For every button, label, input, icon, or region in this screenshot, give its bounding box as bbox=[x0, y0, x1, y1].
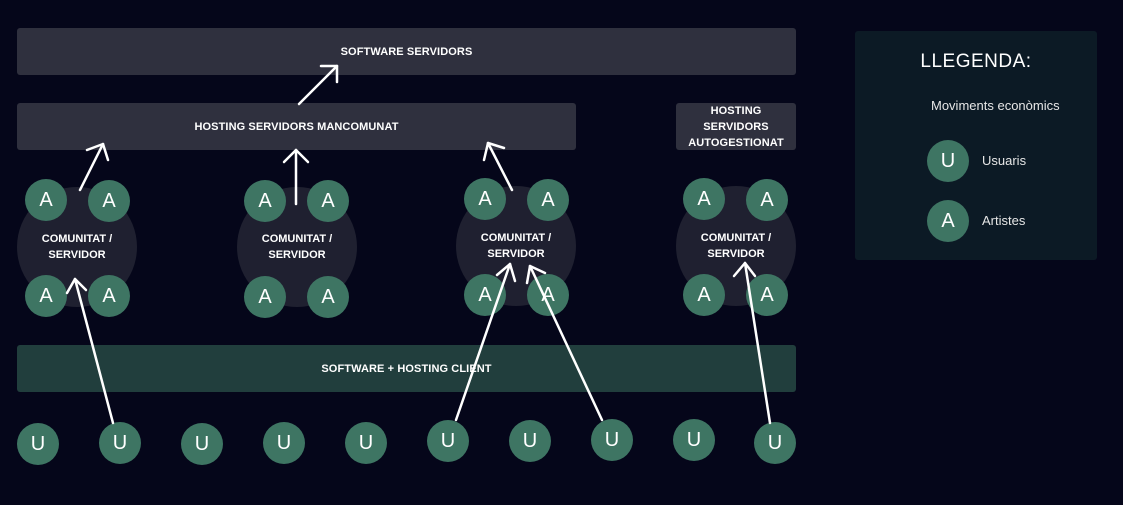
community-label: COMUNITAT / SERVIDOR bbox=[261, 233, 333, 261]
artist-badge: A bbox=[527, 179, 569, 221]
software-hosting-client-layer: SOFTWARE + HOSTING CLIENT bbox=[17, 345, 796, 392]
hosting-mancomunat-label: HOSTING SERVIDORS MANCOMUNAT bbox=[194, 120, 399, 133]
hosting-mancomunat-layer: HOSTING SERVIDORS MANCOMUNAT bbox=[17, 103, 576, 150]
community-label: COMUNITAT / SERVIDOR bbox=[700, 232, 772, 260]
artist-badge: A bbox=[244, 180, 286, 222]
user-badge: U bbox=[673, 419, 715, 461]
legend-label-usuaris: Usuaris bbox=[982, 153, 1027, 168]
community-label: COMUNITAT / SERVIDOR bbox=[41, 233, 113, 261]
hosting-autogestionat-label: HOSTING SERVIDORS AUTOGESTIONAT bbox=[688, 104, 784, 149]
artist-badge: A bbox=[683, 178, 725, 220]
artist-badge: A bbox=[25, 275, 67, 317]
legend-panel: LLEGENDA: Moviments econòmics U Usuaris … bbox=[855, 31, 1097, 260]
software-hosting-client-label: SOFTWARE + HOSTING CLIENT bbox=[321, 362, 492, 375]
legend-title: LLEGENDA: bbox=[920, 51, 1032, 72]
artist-badge: A bbox=[527, 274, 569, 316]
user-badge-icon: U bbox=[927, 140, 969, 182]
community-label: COMUNITAT / SERVIDOR bbox=[480, 232, 552, 260]
user-badge: U bbox=[509, 420, 551, 462]
software-servidors-layer: SOFTWARE SERVIDORS bbox=[17, 28, 796, 75]
artist-badge: A bbox=[88, 275, 130, 317]
artist-badge: A bbox=[746, 274, 788, 316]
user-badge: U bbox=[17, 423, 59, 465]
user-badge: U bbox=[427, 420, 469, 462]
artist-badge: A bbox=[307, 180, 349, 222]
artist-badge: A bbox=[683, 274, 725, 316]
artist-badge-icon: A bbox=[927, 200, 969, 242]
artist-badge: A bbox=[25, 179, 67, 221]
user-badge: U bbox=[754, 422, 796, 464]
software-servidors-label: SOFTWARE SERVIDORS bbox=[340, 45, 473, 58]
artist-badge: A bbox=[88, 180, 130, 222]
user-badge: U bbox=[345, 422, 387, 464]
artist-badge: A bbox=[464, 178, 506, 220]
artist-badge: A bbox=[464, 274, 506, 316]
artist-badge: A bbox=[307, 276, 349, 318]
user-badge: U bbox=[591, 419, 633, 461]
hosting-autogestionat-layer: HOSTING SERVIDORS AUTOGESTIONAT bbox=[676, 103, 796, 150]
artist-badge: A bbox=[244, 276, 286, 318]
user-badge: U bbox=[181, 423, 223, 465]
legend-label-moviments: Moviments econòmics bbox=[931, 98, 1060, 113]
legend-label-artistes: Artistes bbox=[982, 213, 1026, 228]
user-badge: U bbox=[99, 422, 141, 464]
artist-badge: A bbox=[746, 179, 788, 221]
user-badge: U bbox=[263, 422, 305, 464]
